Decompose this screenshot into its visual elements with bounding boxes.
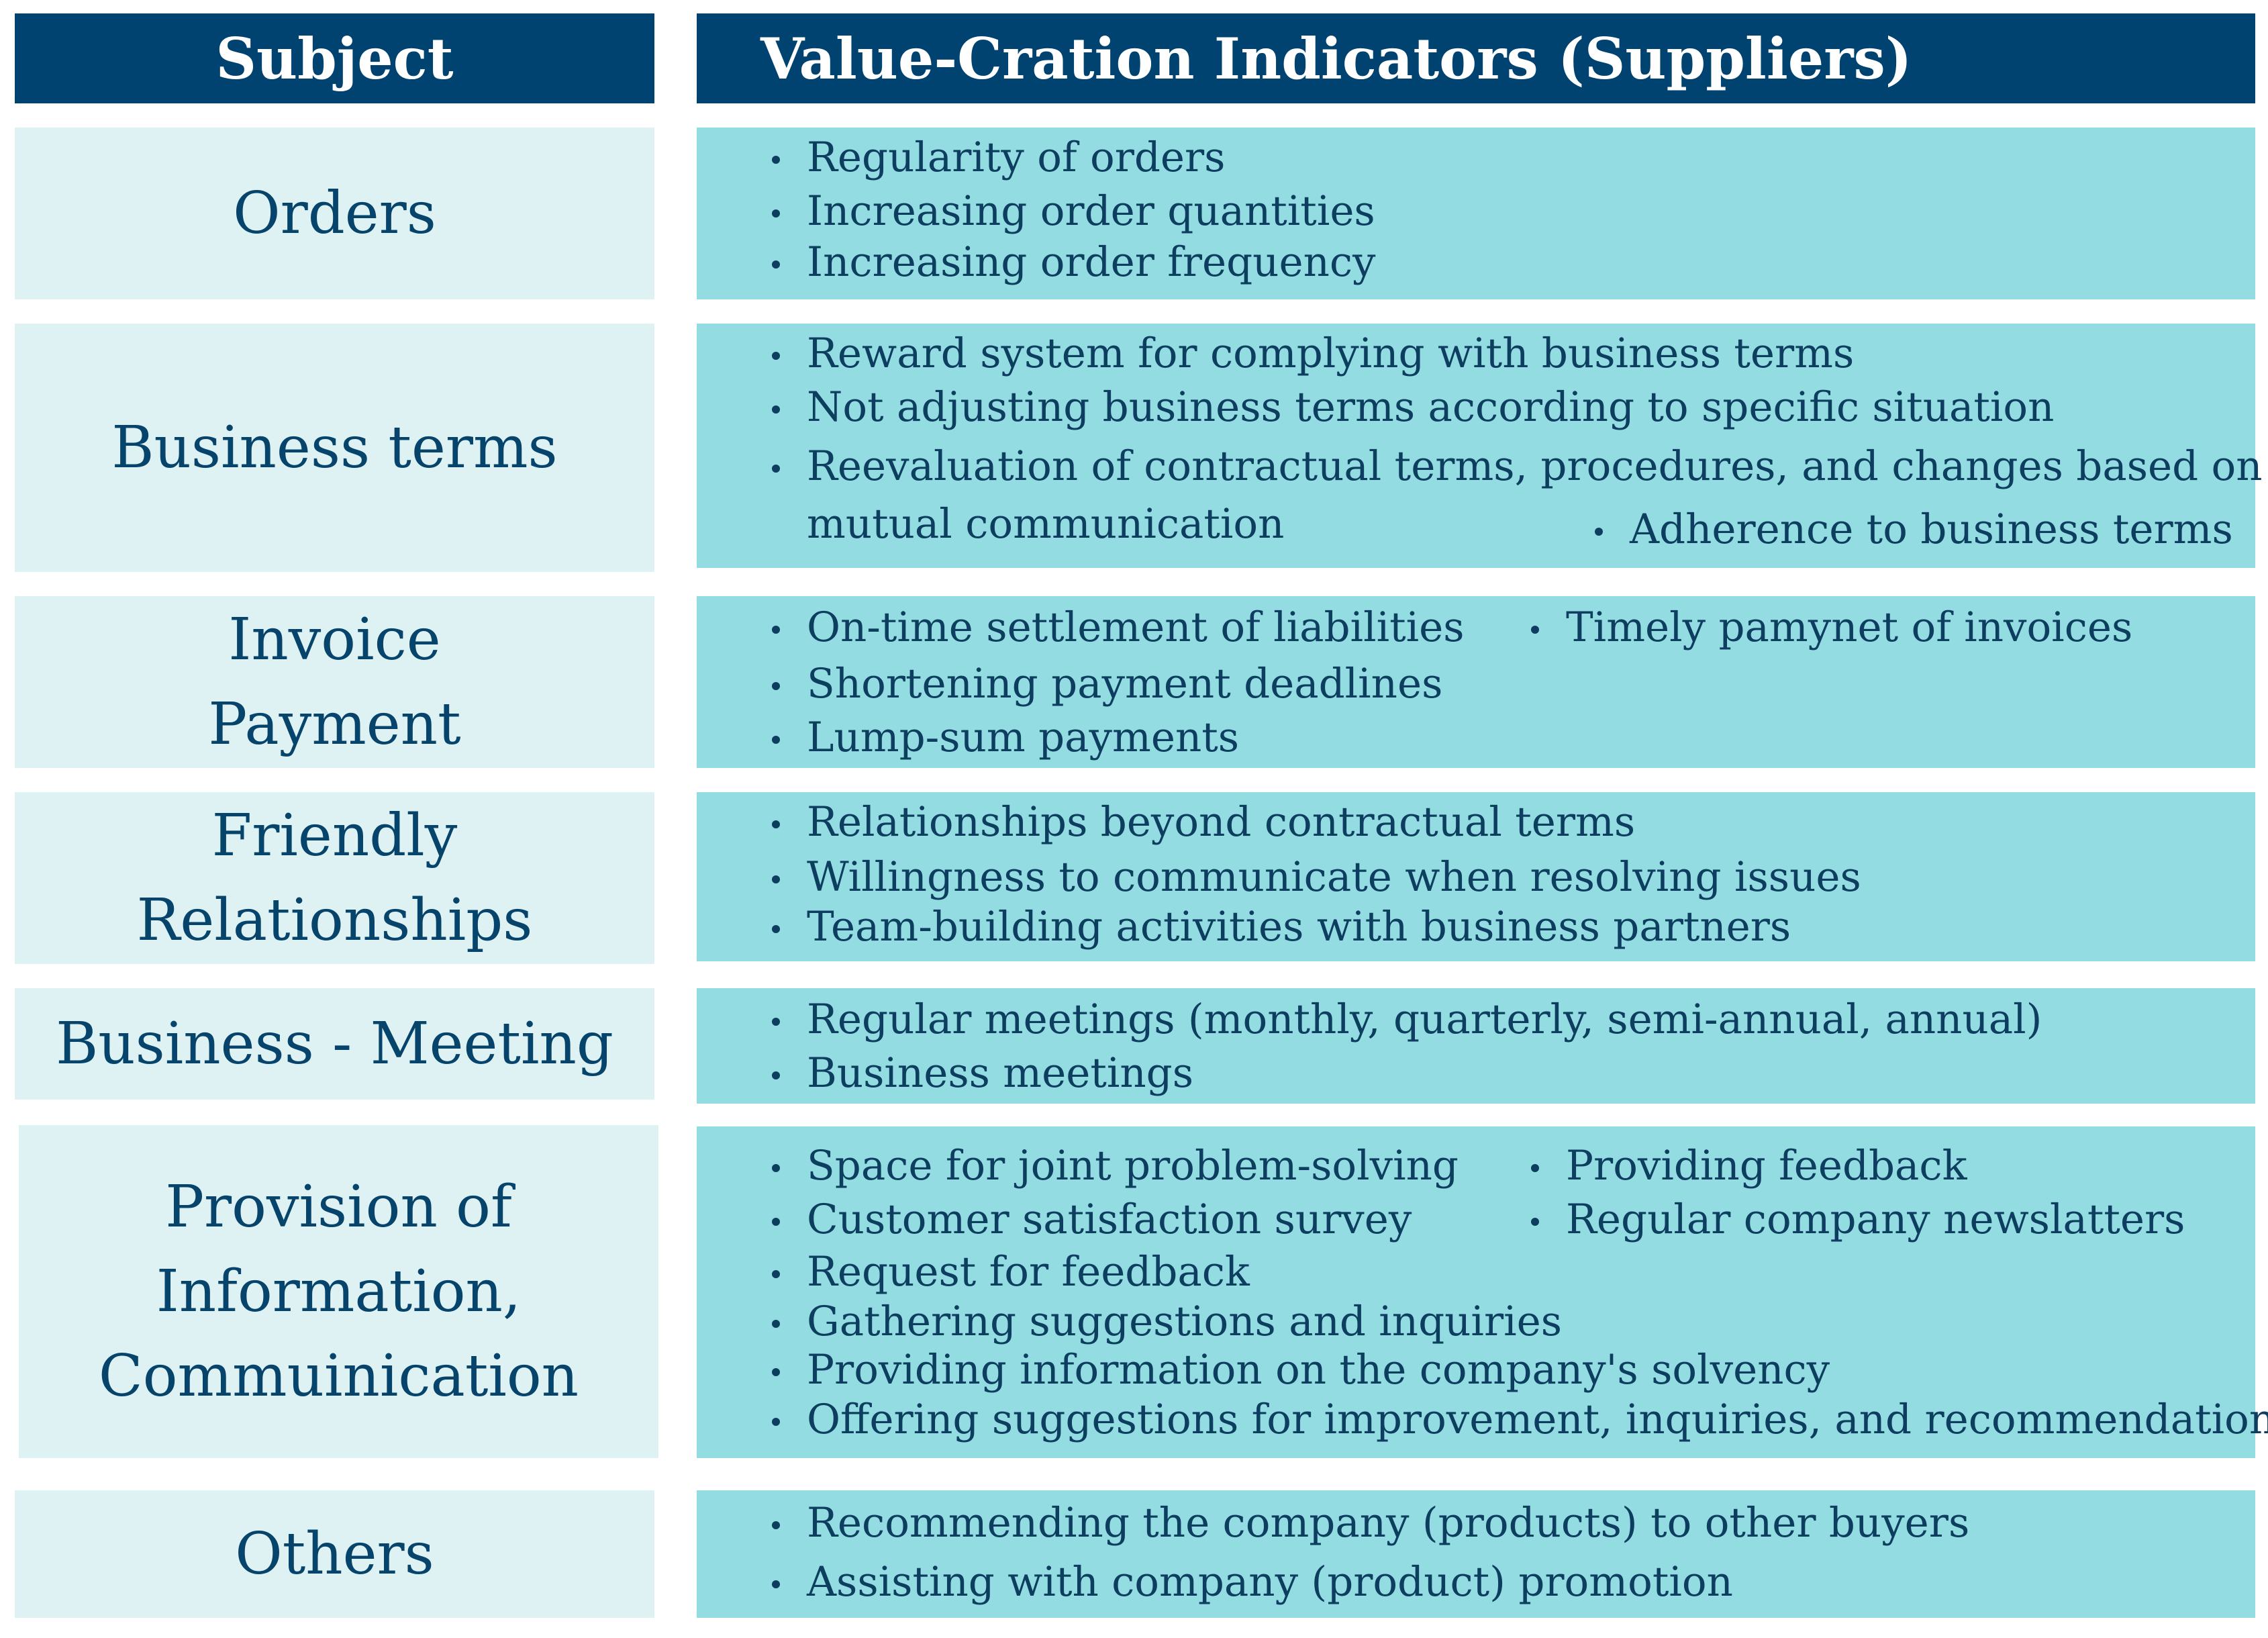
list-item: Relationships beyond contractual terms bbox=[772, 802, 1635, 842]
list-item: Gathering suggestions and inquiries bbox=[772, 1301, 1562, 1342]
subject-cell-provision-of-information: Provision of Information, Commuinication bbox=[19, 1125, 658, 1458]
subject-line: Others bbox=[235, 1521, 434, 1588]
subject-line: Business - Meeting bbox=[56, 1010, 613, 1077]
bullet-dot bbox=[1595, 528, 1603, 536]
subject-cell-business-terms: Business terms bbox=[15, 324, 654, 572]
subject-cell-others: Others bbox=[15, 1490, 654, 1618]
list-item: Shortening payment deadlines bbox=[772, 663, 1442, 704]
list-item: Increasing order frequency bbox=[772, 242, 1375, 283]
list-item: Assisting with company (product) promoti… bbox=[772, 1561, 1733, 1602]
indicators-cell-business-terms: Reward system for complying with busines… bbox=[697, 324, 2263, 568]
bullet-dot bbox=[772, 1580, 780, 1588]
subject-cell-orders: Orders bbox=[15, 128, 654, 299]
subject-cell-friendly-relationships: Friendly Relationships bbox=[15, 792, 654, 964]
subject-line: Orders bbox=[233, 180, 436, 247]
list-item: Regular company newslatters bbox=[1531, 1199, 2185, 1240]
list-item: Adherence to business terms bbox=[1595, 509, 2233, 550]
subject-cell-invoice-payment: Invoice Payment bbox=[15, 596, 654, 768]
bullet-dot bbox=[772, 1270, 780, 1278]
bullet-dot bbox=[772, 1218, 780, 1226]
bullet-dot bbox=[772, 1521, 780, 1529]
list-item: Regular meetings (monthly, quarterly, se… bbox=[772, 999, 2042, 1040]
indicators-cell-others: Recommending the company (products) to o… bbox=[697, 1490, 2255, 1618]
bullet-dot bbox=[772, 1418, 780, 1426]
subject-line: Relationships bbox=[136, 887, 533, 954]
bullet-dot bbox=[772, 1164, 780, 1172]
subject-line: Commuinication bbox=[98, 1343, 579, 1410]
list-item: Reevaluation of contractual terms, proce… bbox=[772, 446, 2263, 487]
bullet-dot bbox=[772, 1320, 780, 1328]
subject-cell-business-meeting: Business - Meeting bbox=[15, 988, 654, 1100]
list-item: Recommending the company (products) to o… bbox=[772, 1502, 1969, 1543]
list-item: Timely pamynet of invoices bbox=[1531, 607, 2132, 648]
list-item: Reward system for complying with busines… bbox=[772, 333, 1854, 374]
bullet-dot bbox=[772, 465, 780, 473]
bullet-dot bbox=[772, 156, 780, 164]
bullet-dot bbox=[772, 209, 780, 218]
bullet-dot bbox=[1531, 1218, 1539, 1226]
indicators-cell-orders: Regularity of orders Increasing order qu… bbox=[697, 128, 2255, 299]
list-item: Providing feedback bbox=[1531, 1145, 1967, 1186]
subject-line: Invoice bbox=[228, 606, 441, 673]
indicators-cell-invoice-payment: On-time settlement of liabilities Timely… bbox=[697, 596, 2255, 768]
list-item: Providing information on the company's s… bbox=[772, 1349, 1830, 1390]
list-item: Customer satisfaction survey bbox=[772, 1199, 1412, 1240]
bullet-dot bbox=[772, 925, 780, 933]
indicators-cell-friendly-relationships: Relationships beyond contractual terms W… bbox=[697, 792, 2255, 961]
indicators-cell-business-meeting: Regular meetings (monthly, quarterly, se… bbox=[697, 988, 2255, 1104]
subject-line: Information, bbox=[156, 1258, 522, 1325]
list-item: Team-building activities with business p… bbox=[772, 906, 1791, 947]
subject-line: Business terms bbox=[111, 414, 558, 481]
bullet-dot bbox=[772, 405, 780, 414]
indicators-column-header: Value-Cration Indicators (Suppliers) bbox=[697, 13, 2255, 103]
list-item: On-time settlement of liabilities bbox=[772, 607, 1465, 648]
bullet-dot bbox=[772, 820, 780, 828]
list-item: Regularity of orders bbox=[772, 137, 1225, 178]
subject-line: Provision of bbox=[165, 1173, 512, 1241]
bullet-dot bbox=[1531, 626, 1539, 634]
indicators-cell-provision-of-information: Space for joint problem-solving Providin… bbox=[697, 1126, 2268, 1458]
list-item: Increasing order quantities bbox=[772, 191, 1375, 232]
list-item: Space for joint problem-solving bbox=[772, 1145, 1459, 1186]
subject-line: Payment bbox=[208, 691, 461, 758]
bullet-dot bbox=[772, 1368, 780, 1376]
bullet-dot bbox=[772, 352, 780, 360]
bullet-dot bbox=[772, 260, 780, 269]
subject-column-header: Subject bbox=[15, 13, 654, 103]
subject-line: Friendly bbox=[211, 802, 458, 869]
list-item: Not adjusting business terms according t… bbox=[772, 387, 2054, 428]
bullet-dot bbox=[772, 1018, 780, 1026]
bullet-dot bbox=[772, 736, 780, 744]
list-item: Request for feedback bbox=[772, 1251, 1250, 1292]
bullet-dot bbox=[1531, 1164, 1539, 1172]
bullet-dot bbox=[772, 626, 780, 634]
list-item-continuation: mutual communication bbox=[807, 500, 1285, 548]
list-item: Willingness to communicate when resolvin… bbox=[772, 857, 1861, 898]
list-item: Offering suggestions for improvement, in… bbox=[772, 1399, 2268, 1440]
list-item: Business meetings bbox=[772, 1053, 1193, 1094]
bullet-dot bbox=[772, 682, 780, 690]
bullet-dot bbox=[772, 1071, 780, 1079]
bullet-dot bbox=[772, 875, 780, 883]
list-item: Lump-sum payments bbox=[772, 717, 1239, 758]
